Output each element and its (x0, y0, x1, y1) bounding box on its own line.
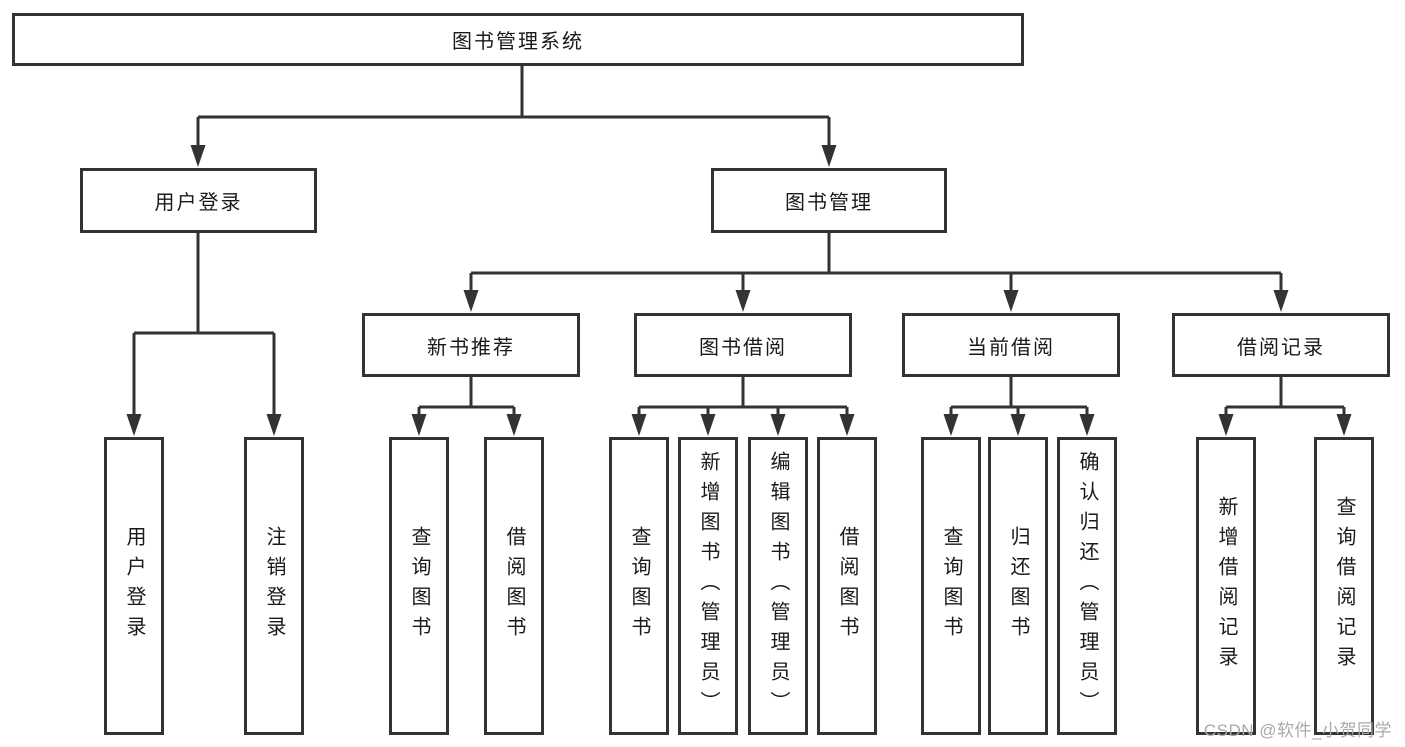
leaf-query-borrow-record: 查询借阅记录 (1314, 437, 1374, 735)
node-label: 借阅记录 (1237, 336, 1325, 359)
leaf-confirm-return-admin: 确认归还（管理员） (1057, 437, 1117, 735)
leaf-edit-books-admin: 编辑图书（管理员） (748, 437, 808, 735)
node-label: 借阅图书 (836, 526, 858, 646)
leaf-query-books-current: 查询图书 (921, 437, 981, 735)
arrowheads (126, 145, 1352, 436)
node-label: 新书推荐 (427, 336, 515, 359)
leaf-user-login: 用户登录 (104, 437, 164, 735)
leaf-borrow-books-recommend: 借阅图书 (484, 437, 544, 735)
leaf-logout: 注销登录 (244, 437, 304, 735)
leaf-return-books: 归还图书 (988, 437, 1048, 735)
node-label: 图书管理系统 (452, 31, 584, 53)
node-book-borrowing: 图书借阅 (634, 313, 852, 377)
node-label: 当前借阅 (967, 336, 1055, 359)
leaf-add-borrow-record: 新增借阅记录 (1196, 437, 1256, 735)
node-library-system: 图书管理系统 (12, 13, 1024, 66)
node-label: 查询图书 (628, 526, 650, 646)
node-label: 查询借阅记录 (1333, 496, 1355, 676)
node-label: 借阅图书 (503, 526, 525, 646)
node-label: 新增图书（管理员） (697, 451, 719, 721)
node-label: 确认归还（管理员） (1076, 451, 1098, 721)
node-borrowing-records: 借阅记录 (1172, 313, 1390, 377)
node-new-book-recommend: 新书推荐 (362, 313, 580, 377)
node-label: 用户登录 (123, 526, 145, 646)
node-label: 新增借阅记录 (1215, 496, 1237, 676)
node-label: 编辑图书（管理员） (767, 451, 789, 721)
leaf-query-books-borrowing: 查询图书 (609, 437, 669, 735)
leaf-query-books-recommend: 查询图书 (389, 437, 449, 735)
node-label: 归还图书 (1007, 526, 1029, 646)
node-label: 用户登录 (154, 192, 243, 214)
node-label: 图书管理 (785, 192, 873, 214)
node-current-borrowing: 当前借阅 (902, 313, 1120, 377)
node-label: 图书借阅 (699, 336, 787, 359)
node-book-management: 图书管理 (711, 168, 947, 233)
node-label: 注销登录 (263, 526, 285, 646)
node-label: 查询图书 (408, 526, 430, 646)
node-label: 查询图书 (940, 526, 962, 646)
leaf-borrow-books: 借阅图书 (817, 437, 877, 735)
leaf-add-books-admin: 新增图书（管理员） (678, 437, 738, 735)
node-user-login: 用户登录 (80, 168, 317, 233)
csdn-watermark: CSDN @软件_小贺同学 (1203, 721, 1392, 740)
